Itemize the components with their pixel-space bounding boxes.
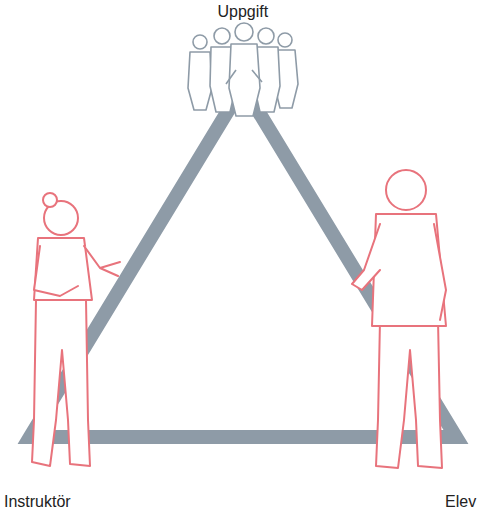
instructor-figure bbox=[32, 193, 120, 466]
label-text: Uppgift bbox=[218, 2, 269, 22]
group-figure bbox=[188, 23, 298, 116]
label-text: Instruktör bbox=[4, 492, 71, 512]
label-text: Elev bbox=[445, 492, 476, 512]
student-figure bbox=[352, 170, 446, 468]
